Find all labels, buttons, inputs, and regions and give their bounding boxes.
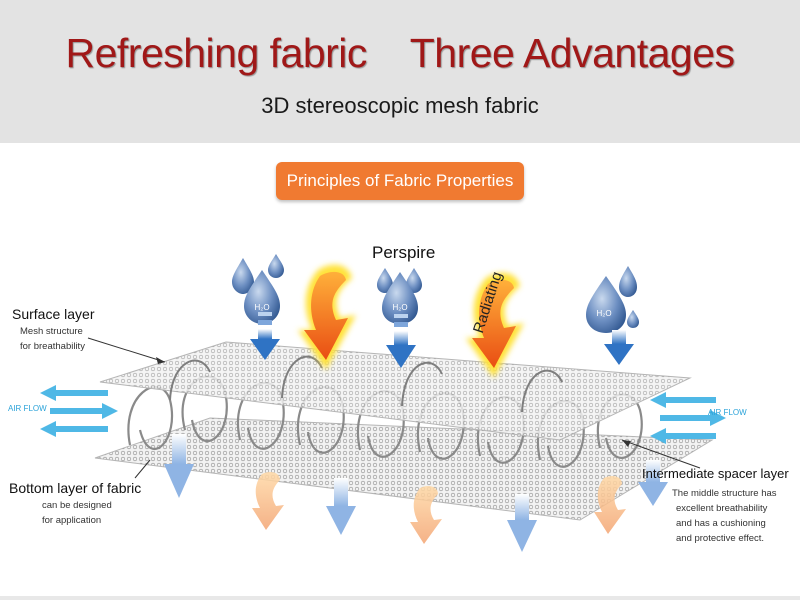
water-drop-group-3: H₂O (586, 266, 639, 365)
air-flow-arrows-right (650, 392, 726, 444)
water-symbol-3: H₂O (596, 309, 611, 318)
page-subtitle: 3D stereoscopic mesh fabric (261, 93, 539, 118)
water-drop-group-1: H₂O (232, 254, 284, 360)
water-symbol-1: H₂O (254, 303, 269, 312)
surface-layer-title: Surface layer (12, 306, 95, 322)
air-flow-label-right: AIR FLOW (708, 408, 747, 417)
surface-leader-line (87, 337, 166, 363)
surface-layer-line2: for breathability (20, 341, 85, 352)
surface-layer-line1: Mesh structure (20, 326, 83, 337)
spacer-layer-line4: and protective effect. (676, 533, 765, 544)
bottom-layer-line2: for application (42, 515, 102, 526)
footer-divider (0, 596, 800, 600)
water-symbol-2: H₂O (392, 303, 407, 312)
bottom-leader-line (134, 459, 151, 479)
bottom-layer-title: Bottom layer of fabric (9, 480, 142, 496)
spacer-layer-line2: excellent breathability (676, 503, 768, 514)
water-drop-group-2: H₂O (377, 268, 422, 368)
page-title: Refreshing fabric Three Advantages (65, 30, 735, 76)
spacer-layer-title: Intermediate spacer layer (642, 466, 789, 481)
lower-heat-waves (252, 472, 626, 544)
bottom-layer-line1: can be designed (42, 500, 112, 511)
air-flow-arrows-left (40, 385, 118, 437)
surface-mesh-layer (99, 341, 692, 441)
spacer-layer-line3: and has a cushioning (676, 518, 766, 529)
air-flow-label-left: AIR FLOW (8, 404, 47, 413)
spacer-layer-line1: The middle structure has (672, 488, 777, 499)
perspire-label: Perspire (372, 243, 436, 262)
lower-down-arrows (164, 434, 668, 552)
principles-button[interactable]: Principles of Fabric Properties (276, 162, 524, 200)
spacer-leader-line (621, 439, 701, 469)
header-banner (0, 0, 800, 143)
heat-wave-icon-1 (298, 264, 356, 370)
heat-wave-icon-2 (466, 272, 524, 378)
